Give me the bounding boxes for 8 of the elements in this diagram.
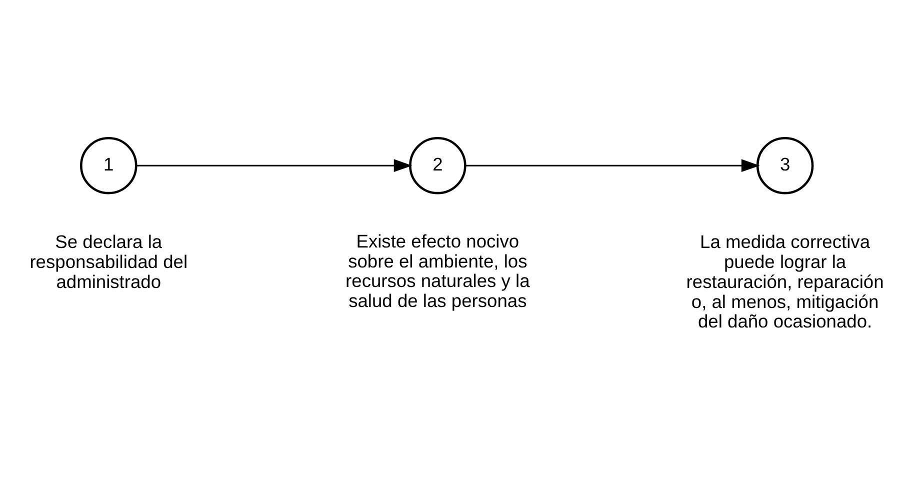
- node-label: Se declara la responsabilidad del administrado: [30, 231, 188, 292]
- node-label: Existe efecto nocivo sobre el ambiente, los recursos naturales y la salud de las personas: [346, 230, 530, 311]
- node-circle: 2: [409, 136, 466, 194]
- arrow: [466, 159, 760, 172]
- arrow: [136, 159, 412, 172]
- node-circle: 1: [80, 136, 138, 194]
- node-circle: 3: [756, 136, 814, 194]
- node-label: La medida correctiva puede lograr la restauración, reparación o, al menos, mitigación del daño ocasionado.: [686, 231, 884, 332]
